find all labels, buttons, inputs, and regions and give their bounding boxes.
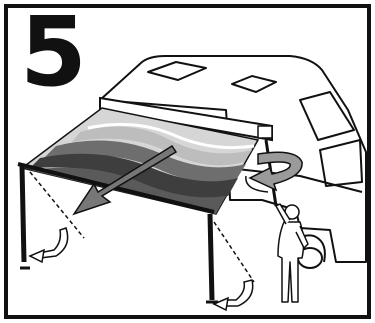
step-number: 5	[20, 4, 87, 100]
leg-swing-arrow-icon	[30, 228, 253, 310]
